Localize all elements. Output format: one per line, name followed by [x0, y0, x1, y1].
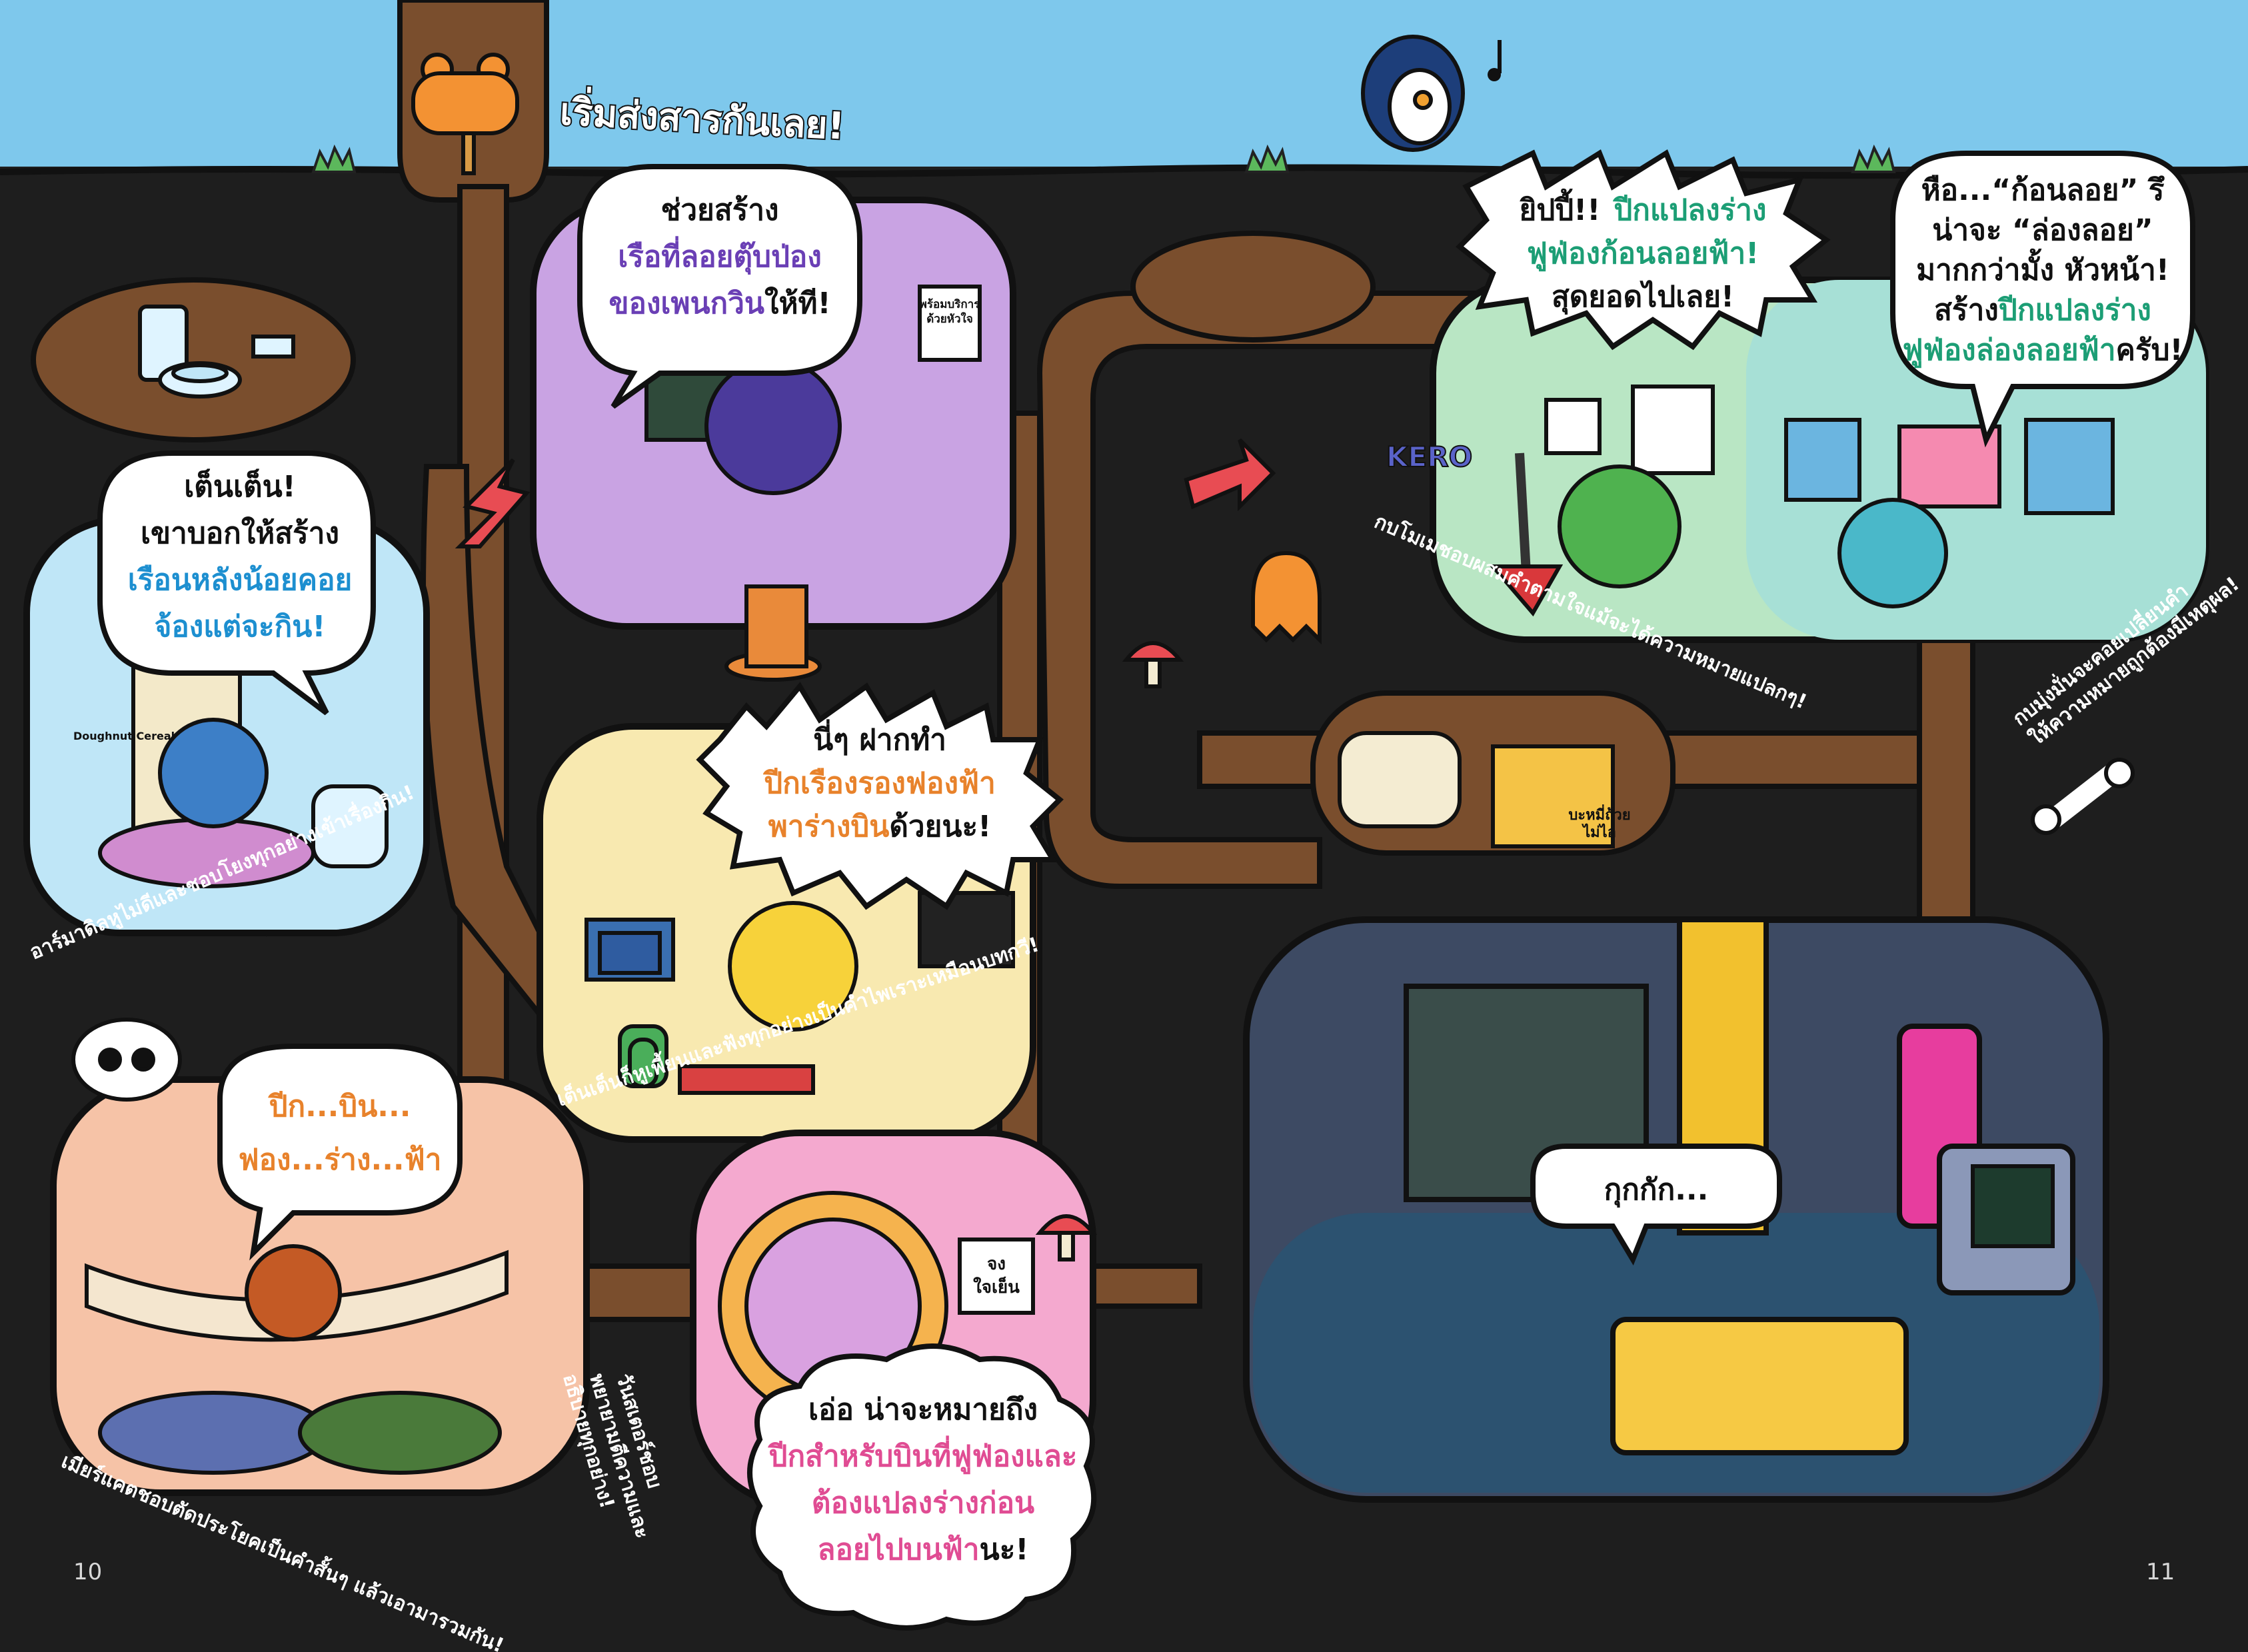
bubble-middle-yellow-line1: นี่ๆ ฝากทำ [813, 719, 946, 757]
ground-line [0, 164, 2248, 179]
bubble-top-right-line5b: ครับ! [2116, 333, 2183, 367]
guitar-icon [1488, 452, 1564, 617]
bubble-bottom-pink-line3: ต้องแปลงร่างก่อน [812, 1486, 1034, 1520]
blue-room-bag-label: Doughnut Cereal [73, 730, 175, 742]
bubble-middle-yellow-line3: พาร่างบินด้วยนะ! [768, 810, 991, 844]
bubble-top-right-line4b: ปีกแปลงร่าง [1997, 293, 2151, 327]
lab-table [1610, 1317, 1909, 1455]
mushroom-icon [1035, 641, 1184, 1261]
bubble-middle-yellow: นี่ๆ ฝากทำ ปีกเรืองรองฟองฟ้า พาร่างบินด้… [696, 682, 1064, 910]
page-number-right: 11 [2146, 1559, 2175, 1585]
bubble-top-purple-line3a: ของเพนกวิน [608, 287, 764, 321]
cactus-icon [628, 1038, 658, 1088]
arrow-icon [455, 438, 1276, 548]
pink-sign-line1: จง [987, 1254, 1006, 1274]
bubble-bottom-pink-line4b: นะ! [980, 1533, 1029, 1567]
blue-room-props [98, 651, 389, 888]
bubble-left-blue-line3: เรือนหลังน้อยคอย [128, 563, 353, 597]
bubble-lab: กุกกัก... [1530, 1144, 1782, 1265]
radio-icon [598, 931, 662, 975]
bubble-bottom-left-orange: ปีก...บิน... ฟอง...ร่าง...ฟ้า [217, 1044, 463, 1261]
penguin-icon [1361, 35, 1465, 152]
music-note-icon [1488, 40, 1502, 81]
bubble-lab-text: กุกกัก... [1604, 1173, 1709, 1208]
toilet-icon [171, 363, 229, 383]
bubble-top-right-line4: สร้างปีกแปลงร่าง [1934, 293, 2151, 327]
bubble-top-right-line1: หือ...“ก้อนลอย” รึ [1921, 173, 2165, 207]
bubble-top-purple: ช่วยสร้าง เรือที่ลอยตุ๊บป่อง ของเพนกวินใ… [577, 164, 862, 409]
purple-poster-line2: ด้วยหัวใจ [926, 312, 973, 326]
bubble-bottom-pink-line4a: ลอยไปบนฟ้า [818, 1532, 980, 1567]
bubble-top-purple-line1: ช่วยสร้าง [660, 193, 778, 227]
bubble-top-right-line4a: สร้าง [1934, 293, 1999, 327]
snail-pocket [1130, 231, 1376, 343]
skull-icon [71, 1018, 182, 1102]
storage-props [1338, 731, 1615, 848]
bubble-top-green-line1: ยิปปี้!! ปีกแปลงร่าง [1519, 188, 1766, 227]
green-room-props [1544, 385, 2115, 608]
bubble-top-right-line2: น่าจะ “ล่องลอย” [1932, 213, 2153, 247]
bubble-bottom-pink: เอ่อ น่าจะหมายถึง ปีกสำหรับบินที่ฟูฟ่องแ… [747, 1343, 1097, 1631]
bubble-bottom-left-line1: ปีก...บิน... [267, 1090, 411, 1124]
bubble-left-blue: เต็นเต็น! เขาบอกให้สร้าง เรือนหลังน้อยคอ… [97, 450, 376, 716]
bubble-top-right-line5a: ฟูฟ่องล่องลอยฟ้า [1902, 333, 2115, 368]
bubble-top-purple-line2: เรือที่ลอยตุ๊บป่อง [618, 236, 822, 275]
bubble-top-green-line2: ฟูฟ่องก้อนลอยฟ้า! [1527, 237, 1759, 271]
bone-icon [2031, 758, 2135, 835]
bubble-bottom-pink-line4: ลอยไปบนฟ้านะ! [818, 1532, 1029, 1567]
bubble-middle-yellow-line3b: ด้วยนะ! [889, 810, 991, 844]
bubble-middle-yellow-line2: ปีกเรืองรองฟองฟ้า [762, 766, 996, 800]
storage-box-line1: บะหมี่ถ้วย [1568, 804, 1630, 824]
grass-tufts [311, 144, 1896, 173]
bubble-top-right-line5: ฟูฟ่องล่องลอยฟ้าครับ! [1902, 333, 2183, 368]
bubble-top-purple-line3: ของเพนกวินให้ที! [608, 286, 830, 321]
bubble-top-right: หือ...“ก้อนลอย” รึ น่าจะ “ล่องลอย” มากกว… [1890, 151, 2195, 448]
lab-computer-screen [1971, 1164, 2055, 1248]
bubble-top-green-line3: สุดยอดไปเลย! [1552, 279, 1734, 315]
bubble-bottom-pink-line2: ปีกสำหรับบินที่ฟูฟ่องและ [767, 1435, 1077, 1474]
toilet-pocket [31, 277, 356, 442]
storage-box-line2: ไม่ไอ [1582, 823, 1616, 841]
sky [0, 0, 2248, 175]
bubble-left-blue-line4: จ้องแต่จะกิน! [155, 610, 326, 644]
page-number-left: 10 [73, 1559, 102, 1585]
bubble-top-green: ยิปปี้!! ปีกแปลงร่าง ฟูฟ่องก้อนลอยฟ้า! สุ… [1456, 149, 1831, 351]
bear-sign-icon [411, 53, 519, 175]
bubble-top-right-line3: มากกว่ามั้ง หัวหน้า! [1916, 248, 2169, 287]
bubble-bottom-pink-line1: เอ่อ น่าจะหมายถึง [808, 1393, 1038, 1427]
bubble-top-purple-line3b: ให้ที! [764, 286, 831, 321]
peach-room-props [85, 1244, 509, 1475]
bubble-left-blue-line2: เขาบอกให้สร้าง [141, 516, 339, 550]
pink-sign-line2: ใจเย็น [973, 1276, 1020, 1297]
bubble-top-green-line1b: ปีกแปลงร่าง [1612, 193, 1767, 227]
purple-poster-line1: พร้อมบริการ [920, 298, 981, 311]
ghost-icon [1251, 550, 1322, 645]
bubble-bottom-left-line2: ฟอง...ร่าง...ฟ้า [238, 1143, 441, 1177]
wall-tag: KERO [1386, 440, 1472, 473]
bubble-middle-yellow-line3a: พาร่างบิน [768, 810, 890, 844]
bubble-left-blue-line1: เต็นเต็น! [184, 468, 295, 504]
bubble-top-green-line1a: ยิปปี้!! [1519, 188, 1600, 227]
